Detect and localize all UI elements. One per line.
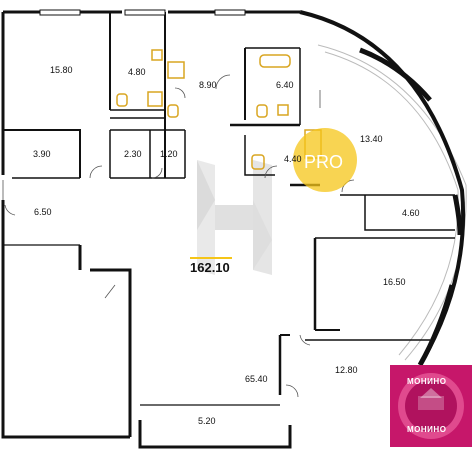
- room-label: 13.40: [360, 134, 383, 144]
- room-labels: 15.80 4.80 8.90 6.40 13.40 3.90 2.30 1.2…: [33, 65, 420, 426]
- room-label: 5.20: [198, 416, 216, 426]
- toilet-icon: [116, 93, 128, 107]
- room-label: 3.90: [33, 149, 51, 159]
- pro-watermark-text: PRO: [304, 152, 343, 172]
- sink-icon-2: [151, 49, 163, 61]
- room-label: 4.40: [284, 154, 302, 164]
- room-label: 6.50: [34, 207, 52, 217]
- room-label: 4.80: [128, 67, 146, 77]
- room-label: 2.30: [124, 149, 142, 159]
- room-label: 12.80: [335, 365, 358, 375]
- windows: [39, 9, 246, 16]
- logo-top-text: МОНИНО: [407, 377, 446, 386]
- bathtub-icon: [259, 54, 291, 68]
- stove-icon: [167, 61, 185, 79]
- right-facade: [359, 47, 463, 367]
- toilet-icon-2: [167, 104, 179, 118]
- outer-balcony: [317, 44, 467, 361]
- sink-icon-3: [277, 104, 289, 116]
- room-label: 1.20: [160, 149, 178, 159]
- ghost-logo: [197, 160, 272, 275]
- room-label: 8.90: [199, 80, 217, 90]
- pro-watermark: [293, 128, 357, 192]
- room-label: 65.40: [245, 374, 268, 384]
- toilet-icon-3: [256, 104, 268, 118]
- toilet-icon-4: [251, 154, 265, 170]
- sink-icon: [147, 91, 163, 107]
- doors: [2, 74, 355, 398]
- monino-logo: МОНИНО МОНИНО: [390, 365, 472, 447]
- room-label: 15.80: [50, 65, 73, 75]
- logo-bottom-text: МОНИНО: [407, 425, 446, 434]
- room-label: 16.50: [383, 277, 406, 287]
- total-area: 162.10: [190, 260, 230, 275]
- room-label: 6.40: [276, 80, 294, 90]
- room-label: 4.60: [402, 208, 420, 218]
